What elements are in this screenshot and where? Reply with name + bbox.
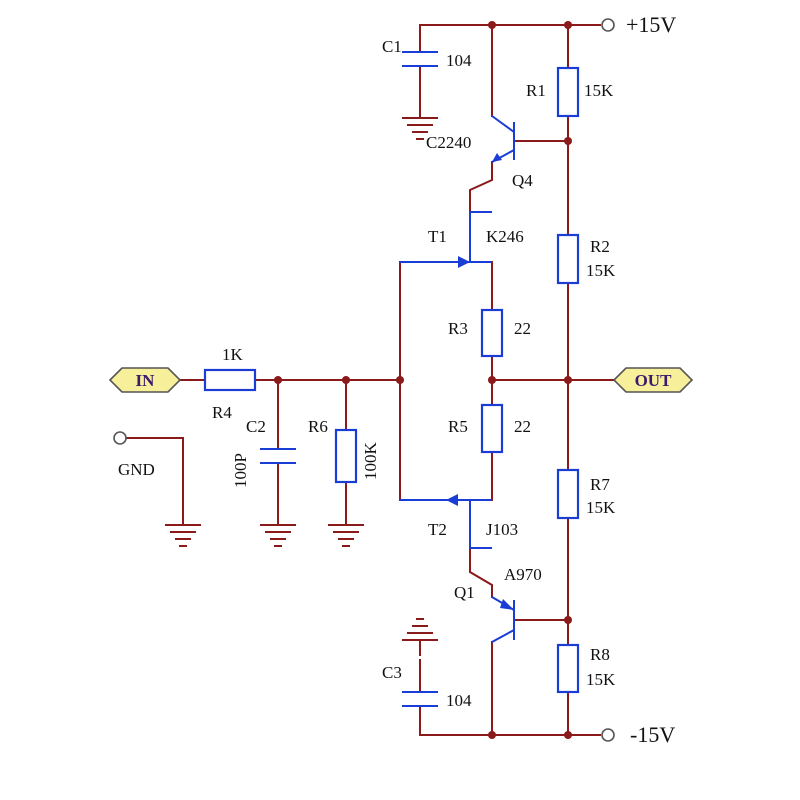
gnd-label: GND <box>118 460 155 479</box>
junction-dot <box>342 376 350 384</box>
r7-ref: R7 <box>590 475 610 494</box>
junction-dot <box>564 21 572 29</box>
r1-ref: R1 <box>526 81 546 100</box>
port-out-label: OUT <box>635 371 673 390</box>
junction-dot <box>274 376 282 384</box>
r8-value: 15K <box>586 670 616 689</box>
wires <box>125 24 619 736</box>
emitter-arrow-icon <box>492 153 502 162</box>
junction-dot <box>396 376 404 384</box>
capacitor-c2 <box>260 448 296 464</box>
port-in-label: IN <box>136 371 156 390</box>
r3-value: 22 <box>514 319 531 338</box>
ground-symbol <box>165 524 201 547</box>
junction-dot <box>564 616 572 624</box>
t1-ref: T1 <box>428 227 447 246</box>
vneg-label: -15V <box>630 722 675 747</box>
r2-value: 15K <box>586 261 616 280</box>
capacitor-c1 <box>402 51 438 67</box>
c2-ref: C2 <box>246 417 266 436</box>
ground-symbol <box>260 524 296 547</box>
junction-dot <box>564 137 572 145</box>
junction-dot <box>564 731 572 739</box>
transistor-q1 <box>491 596 515 643</box>
r7-value: 15K <box>586 498 616 517</box>
ground-symbol <box>328 524 364 547</box>
q4-part: C2240 <box>426 133 471 152</box>
emitter-arrow-icon <box>500 599 514 610</box>
gate-arrow-icon <box>446 494 458 506</box>
port-out: OUT <box>612 367 694 393</box>
jfet-t1 <box>400 211 492 268</box>
r6-value: 100K <box>361 442 380 481</box>
ground-symbol-inverted <box>402 618 438 641</box>
c3-value: 104 <box>446 691 472 710</box>
c2-value: 100P <box>231 453 250 488</box>
resistor-r7 <box>556 468 580 520</box>
resistor-r1 <box>556 66 580 118</box>
r4-value: 1K <box>222 345 244 364</box>
resistor-r6 <box>334 428 358 484</box>
r3-ref: R3 <box>448 319 468 338</box>
q4-ref: Q4 <box>512 171 533 190</box>
gate-arrow-icon <box>458 256 470 268</box>
t2-ref: T2 <box>428 520 447 539</box>
jfet-t2 <box>400 494 492 549</box>
c1-value: 104 <box>446 51 472 70</box>
resistor-r4 <box>203 368 257 392</box>
transistor-q4 <box>491 115 515 163</box>
r2-ref: R2 <box>590 237 610 256</box>
r1-value: 15K <box>584 81 614 100</box>
c3-ref: C3 <box>382 663 402 682</box>
vpos-label: +15V <box>626 12 676 37</box>
junction-dot <box>488 21 496 29</box>
vneg-terminal <box>601 728 615 742</box>
junctions <box>274 21 572 739</box>
resistor-r8 <box>556 643 580 694</box>
junction-dot <box>488 731 496 739</box>
t2-part: J103 <box>486 520 518 539</box>
r8-ref: R8 <box>590 645 610 664</box>
junction-dot <box>488 376 496 384</box>
port-in: IN <box>108 367 182 393</box>
resistor-r3 <box>480 308 504 358</box>
r6-ref: R6 <box>308 417 328 436</box>
gnd-terminal <box>113 431 127 445</box>
r5-ref: R5 <box>448 417 468 436</box>
capacitor-c3 <box>402 691 438 707</box>
q1-part: A970 <box>504 565 542 584</box>
r4-ref: R4 <box>212 403 232 422</box>
junction-dot <box>564 376 572 384</box>
r5-value: 22 <box>514 417 531 436</box>
vpos-terminal <box>601 18 615 32</box>
resistor-r2 <box>556 233 580 285</box>
q1-ref: Q1 <box>454 583 475 602</box>
t1-part: K246 <box>486 227 524 246</box>
resistor-r5 <box>480 403 504 454</box>
c1-ref: C1 <box>382 37 402 56</box>
ground-symbol <box>402 117 438 140</box>
